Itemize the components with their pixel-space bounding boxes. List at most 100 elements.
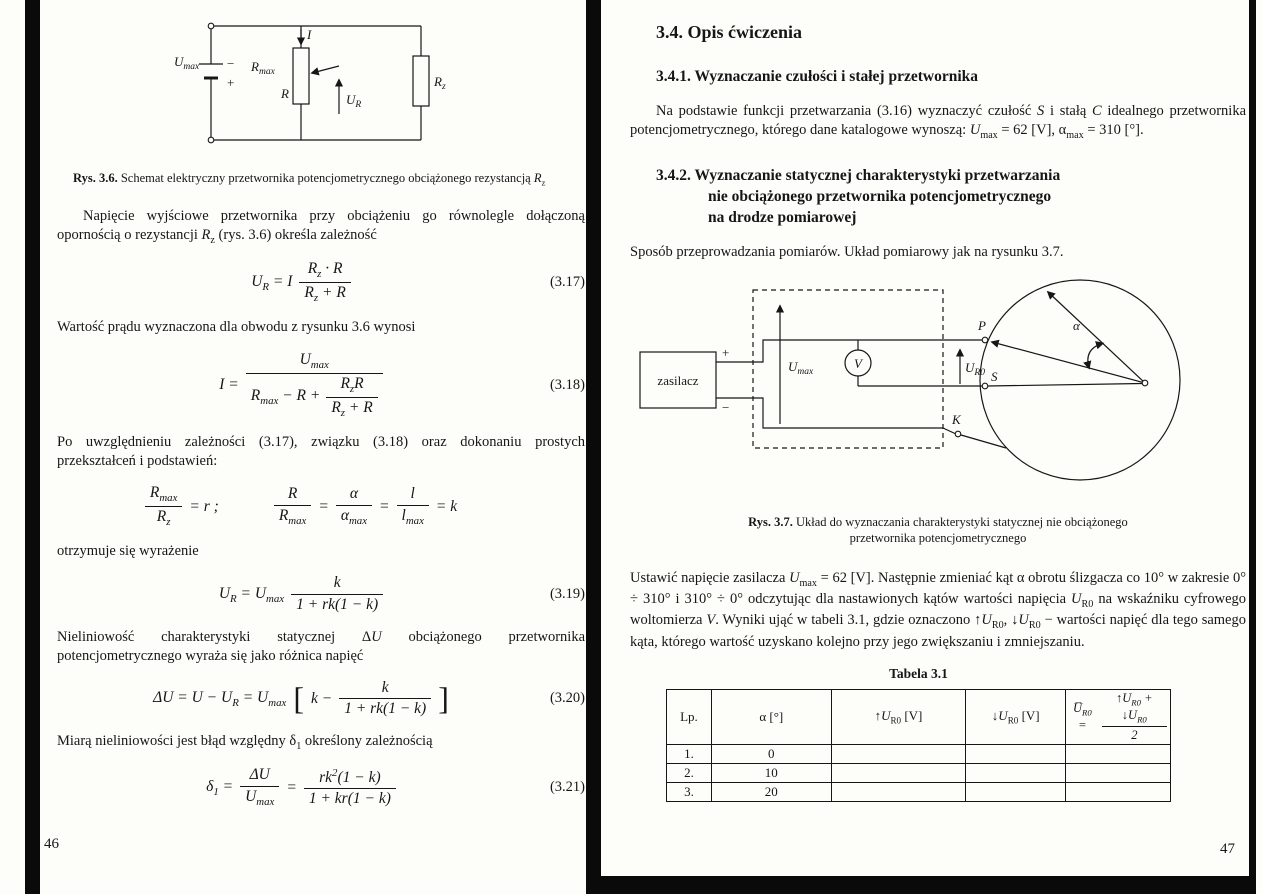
scan-edge-right (1249, 0, 1256, 894)
cell-empty (830, 762, 967, 783)
paragraph: Napięcie wyjściowe przetwornika przy obc… (57, 207, 585, 246)
table-3-1: Lp. α [°] ↑UR0 [V] ↓UR0 [V] U̅R0 = ↑UR0 … (666, 688, 1171, 802)
heading-3-4-2: 3.4.2. Wyznaczanie statycznej charaktery… (656, 166, 1246, 229)
eq-lhs: ΔU = U − UR = Umax (153, 688, 287, 710)
caption-number: Rys. 3.6. (73, 171, 118, 185)
wire-s-to-wiper (987, 383, 1143, 387)
caption-number: Rys. 3.7. (748, 515, 793, 530)
page-46: Umax − + I Rmax R UR Rz Rys. 3.6. Schema… (57, 0, 585, 822)
wire-k-to-disc (960, 434, 1007, 449)
fraction: R Rmax (273, 485, 312, 528)
wire-k (942, 427, 957, 435)
caption-text: Układ do wyznaczania charakterystyki sta… (792, 515, 1128, 530)
cell-empty (965, 743, 1067, 764)
eq-lhs: δ1 = (206, 777, 234, 798)
col-header-alpha: α [°] (710, 688, 832, 745)
cell-empty (1065, 743, 1171, 764)
label-ur: UR (346, 92, 361, 110)
wire-minus-to-k (716, 397, 943, 429)
alpha-angle-arc (1083, 341, 1105, 370)
label-alpha: α (1073, 318, 1081, 333)
potentiometer-disc (979, 279, 1181, 481)
equation-3-19: UR = Umax k 1 + rk(1 − k) (3.19) (57, 574, 585, 614)
heading-3-4-1: 3.4.1. Wyznaczanie czułości i stałej prz… (656, 68, 979, 85)
equation-3-17: UR = I Rz · R Rz + R (3.17) (57, 260, 585, 305)
fraction: ↑UR0 + ↓UR0 2 (1101, 691, 1167, 743)
wiper-arrow (310, 65, 340, 76)
equation-3-20: ΔU = U − UR = Umax [ k − k 1 + rk(1 − k)… (153, 678, 585, 719)
cell-lp: 3. (666, 781, 712, 802)
label-voltmeter-v: V (854, 356, 864, 371)
paragraph: otrzymuje się wyrażenie (57, 543, 199, 560)
label-terminal-k: K (951, 412, 962, 427)
terminal-k-icon (954, 430, 962, 438)
label-ur0: UR0 (965, 360, 985, 378)
eq-lhs: I = (219, 376, 239, 394)
label-rz: Rz (433, 74, 446, 92)
figure-3-7-circuit: zasilacz + − Umax V P S K UR0 α (639, 279, 1181, 481)
battery-minus-sign: − (227, 56, 234, 71)
label-r: R (280, 86, 289, 101)
terminal-top-icon (207, 22, 215, 30)
terminal-p-icon (981, 336, 989, 344)
cell-empty (1065, 762, 1171, 783)
cell-empty (1065, 781, 1171, 802)
cell-alpha: 20 (710, 781, 832, 802)
cell-alpha: 0 (710, 743, 832, 764)
paragraph: Nieliniowość charakterystyki statycznej … (57, 628, 585, 664)
paragraph: Miarą nieliniowości jest błąd względny δ… (57, 733, 433, 752)
paragraph: Na podstawie funkcji przetwarzania (3.16… (630, 102, 1246, 141)
label-umax: Umax (788, 359, 814, 377)
equation-number: (3.18) (549, 376, 585, 393)
resistor-rz (412, 55, 430, 107)
fraction: Umax Rmax − R + RzR Rz + R (245, 351, 383, 420)
equation-number: (3.21) (549, 779, 585, 796)
cell-lp: 1. (666, 743, 712, 764)
fraction: k 1 + rk(1 − k) (291, 574, 384, 614)
cell-lp: 2. (666, 762, 712, 783)
label-rmax: Rmax (250, 59, 276, 77)
resistor-rmax (292, 47, 310, 105)
battery-plus-sign: + (227, 75, 234, 90)
caption-text-line2: przetwornika potencjometrycznego (849, 531, 1027, 546)
cell-empty (965, 781, 1067, 802)
equation-number: (3.17) (549, 274, 585, 291)
caption-text: Schemat elektryczny przetwornika potencj… (117, 171, 546, 188)
scan-gutter (586, 0, 601, 894)
fraction: ΔU Umax (240, 766, 280, 809)
right-bracket: ] (438, 680, 449, 717)
fraction: rk2(1 − k) 1 + kr(1 − k) (303, 767, 396, 809)
transducer-dashed-box (752, 289, 944, 449)
fraction: l lmax (396, 485, 429, 528)
paragraph: Ustawić napięcie zasilacza Umax = 62 [V]… (630, 569, 1247, 650)
label-terminal-s: S (991, 369, 998, 384)
table-title: Tabela 3.1 (889, 665, 948, 681)
fraction: Rmax Rz (144, 484, 183, 529)
paragraph: Sposób przeprowadzania pomiarów. Układ p… (630, 244, 1064, 261)
figure-3-6-circuit: Umax − + I Rmax R UR Rz (174, 22, 446, 144)
heading-3-4: 3.4. Opis ćwiczenia (656, 22, 802, 42)
cell-empty (965, 762, 1067, 783)
terminal-s-icon (981, 382, 989, 390)
col-header-ur0-down: ↓UR0 [V] (965, 688, 1067, 745)
equation-3-18: I = Umax Rmax − R + RzR Rz + R (3.18) (57, 351, 585, 420)
fraction: Rz · R Rz + R (299, 260, 351, 305)
page-47: 3.4. Opis ćwiczenia 3.4.1. Wyznaczanie c… (630, 0, 1246, 802)
label-zasilacz: zasilacz (657, 373, 698, 388)
supply-minus-sign: − (722, 400, 729, 415)
fraction: k 1 + rk(1 − k) (339, 679, 432, 719)
heading-line: na drodze pomiarowej (708, 209, 857, 227)
table-header-row: Lp. α [°] ↑UR0 [V] ↓UR0 [V] U̅R0 = ↑UR0 … (666, 688, 1171, 745)
wiper-ray-2 (1046, 291, 1146, 384)
page-number-right: 47 (1220, 841, 1235, 857)
col-header-lp: Lp. (666, 688, 712, 745)
eq-lhs: UR = I (251, 272, 293, 293)
power-supply-box (639, 351, 717, 409)
eq-lhs: UR = Umax (218, 584, 285, 605)
equation-substitutions: Rmax Rz = r ; R Rmax = α αmax = l lmax (57, 484, 585, 529)
nested-fraction: RzR Rz + R (326, 375, 378, 420)
supply-plus-sign: + (722, 345, 729, 360)
equation-number: (3.20) (549, 690, 585, 707)
cell-empty (830, 781, 967, 802)
